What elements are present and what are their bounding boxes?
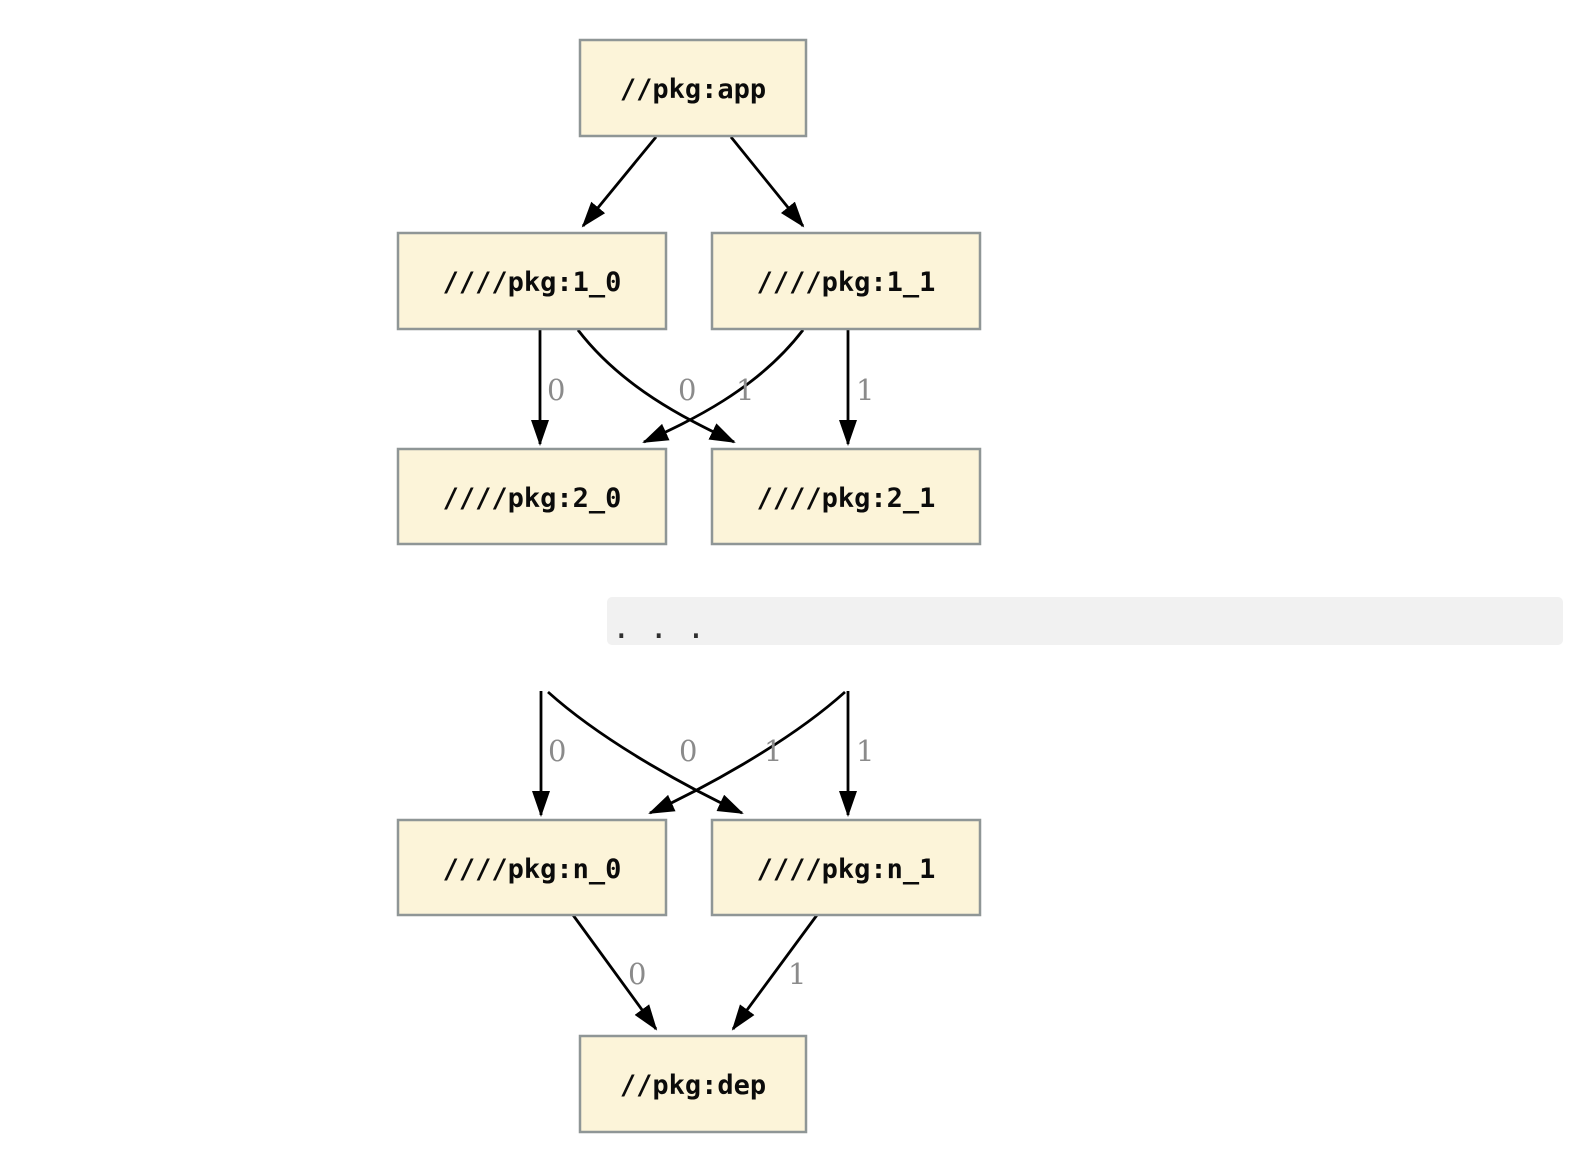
node-pkg-2_1: ////pkg:2_1 [710,447,982,546]
edge-app-to-1_1 [729,136,805,228]
edge-elided-to-n_0-cross [648,690,846,815]
node-label: ////pkg:n_0 [443,854,622,885]
node-label: //pkg:app [620,74,766,105]
node-box [710,231,982,331]
edge-label: 0 [679,734,697,768]
node-box [396,447,668,546]
edge-label: 1 [788,957,806,991]
node-box [710,447,982,546]
node-pkg-dep: //pkg:dep [578,1034,808,1134]
node-pkg-n_0: ////pkg:n_0 [396,818,668,917]
edge-label: 1 [736,373,754,407]
node-box [396,231,668,331]
edge-label: 0 [678,373,696,407]
node-box [578,1034,808,1134]
node-label: ////pkg:2_1 [757,483,936,514]
ellipsis-dots: . . . [612,610,705,646]
edge-1_0-to-2_1 [576,329,736,444]
node-label: ////pkg:n_1 [757,854,936,885]
edge-label: 1 [856,373,874,407]
edge-1_1-to-2_0 [642,329,805,444]
node-pkg-n_1: ////pkg:n_1 [710,818,982,917]
node-pkg-app: //pkg:app [578,38,808,138]
node-box [578,38,808,138]
collapsed-section-band [607,597,1563,645]
edge-n_0-to-dep [571,914,658,1031]
edge-elided-to-n_1-cross [547,690,744,815]
edge-label: 1 [764,734,782,768]
node-label: //pkg:dep [620,1070,766,1101]
edge-app-to-1_0 [581,136,658,228]
node-label: ////pkg:1_0 [443,267,622,298]
node-box [710,818,982,917]
node-pkg-2_0: ////pkg:2_0 [396,447,668,546]
node-pkg-1_1: ////pkg:1_1 [710,231,982,331]
node-label: ////pkg:1_1 [757,267,936,298]
node-box [396,818,668,917]
edge-n_1-to-dep [731,914,819,1031]
node-label: ////pkg:2_0 [443,483,622,514]
edge-label: 0 [548,734,566,768]
edge-label: 0 [547,373,565,407]
node-pkg-1_0: ////pkg:1_0 [396,231,668,331]
edge-label: 0 [628,957,646,991]
edge-label: 1 [856,734,874,768]
